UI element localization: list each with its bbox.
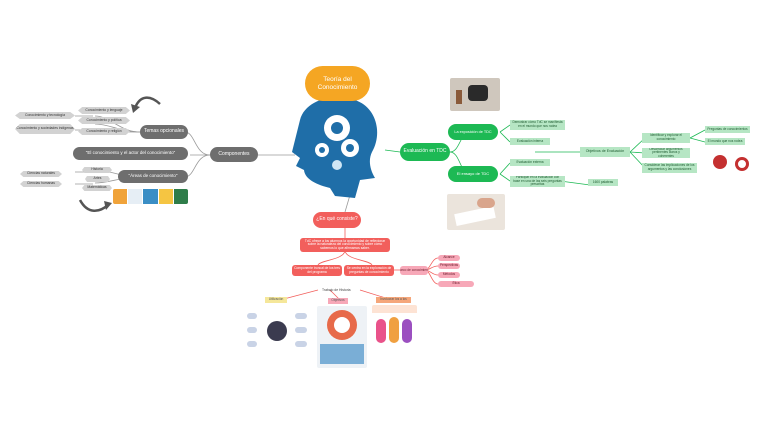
areas-icons-image	[113, 189, 188, 204]
writing-photo	[447, 194, 505, 230]
components-node[interactable]: Componentes	[210, 147, 258, 162]
exposicion-item[interactable]: Demostrar cómo TdC se manifiesta en el m…	[510, 120, 565, 130]
section-title: Utilización	[265, 297, 287, 303]
marco-item[interactable]: Alcance	[438, 255, 460, 261]
students-photo	[372, 305, 417, 345]
area-item[interactable]: Artes	[85, 176, 110, 182]
objetivo-item[interactable]: Desarrollar argumentos pertinentes claro…	[642, 148, 690, 158]
que-branch[interactable]: Componente troncal de los tres del progr…	[292, 265, 342, 276]
exposicion-item[interactable]: Evaluación interna	[510, 138, 550, 145]
area-item[interactable]: Matemáticas	[82, 185, 112, 191]
exposicion-node[interactable]: La exposición de TDC	[448, 124, 498, 140]
tema-item[interactable]: Conocimiento y política	[78, 117, 130, 124]
area-icon	[173, 189, 188, 204]
section-title: Trabajo de Historia	[322, 288, 351, 292]
section-title: Involucrar los a los	[376, 297, 411, 303]
ensayo-item[interactable]: Participar en la evaluación con base en …	[510, 176, 565, 187]
area-icon	[158, 189, 173, 204]
marco-item[interactable]: Ética	[438, 281, 474, 287]
que-consiste-node[interactable]: ¿En qué consiste?	[313, 212, 361, 228]
ensayo-node[interactable]: El ensayo de TDC	[448, 166, 498, 182]
camera-photo	[450, 78, 500, 111]
area-icon	[143, 189, 158, 204]
objetivos-node[interactable]: Objetivos de Evaluación	[580, 147, 630, 157]
area-icon	[128, 189, 143, 204]
actor-node[interactable]: "El conocimiento y el actor del conocimi…	[73, 147, 188, 160]
objetivos-infographic	[317, 306, 367, 368]
head-profile-icon	[292, 96, 378, 198]
ensayo-note[interactable]: 1600 palabras	[588, 179, 618, 186]
area-item[interactable]: Ciencias naturales	[20, 171, 62, 177]
objetivo-sub-item[interactable]: Preguntas de conocimientos	[705, 126, 750, 133]
tema-item[interactable]: Conocimiento y tecnología	[15, 112, 75, 119]
objetivo-sub-item[interactable]: El mundo que nos rodea	[705, 138, 745, 145]
evaluacion-node[interactable]: Evaluación en TDC	[400, 143, 450, 161]
area-item[interactable]: Historia	[82, 167, 112, 173]
objetivo-item[interactable]: Considerar las implicaciones de los argu…	[642, 163, 697, 173]
area-icon	[113, 189, 128, 204]
target-photo	[708, 149, 750, 179]
tema-item[interactable]: Conocimiento y religión	[78, 128, 130, 135]
area-item[interactable]: Ciencias humanas	[20, 181, 62, 187]
tema-item[interactable]: Conocimiento y sociedades indígenas	[15, 124, 75, 134]
ensayo-item[interactable]: Evaluación externa	[510, 159, 550, 166]
tema-item[interactable]: Conocimiento y lenguaje	[78, 107, 130, 114]
objetivo-item[interactable]: Identificar y explorar el conocimiento	[642, 133, 690, 143]
marco-item[interactable]: Métodos	[438, 272, 460, 278]
central-title[interactable]: Teoría del Conocimiento	[305, 66, 370, 101]
areas-node[interactable]: "Áreas de conocimiento"	[118, 170, 188, 183]
temas-opcionales-node[interactable]: Temas opcionales	[140, 125, 188, 139]
marco-node[interactable]: Marco de conocimiento	[400, 266, 428, 275]
marco-item[interactable]: Perspectivas	[438, 263, 460, 269]
que-description[interactable]: TdC ofrece a los alumnos la oportunidad …	[300, 238, 390, 252]
que-branch[interactable]: Se centra en la exploración de preguntas…	[344, 265, 394, 276]
section-title: Objetivos	[328, 298, 348, 304]
utilizacion-infographic	[245, 305, 310, 357]
